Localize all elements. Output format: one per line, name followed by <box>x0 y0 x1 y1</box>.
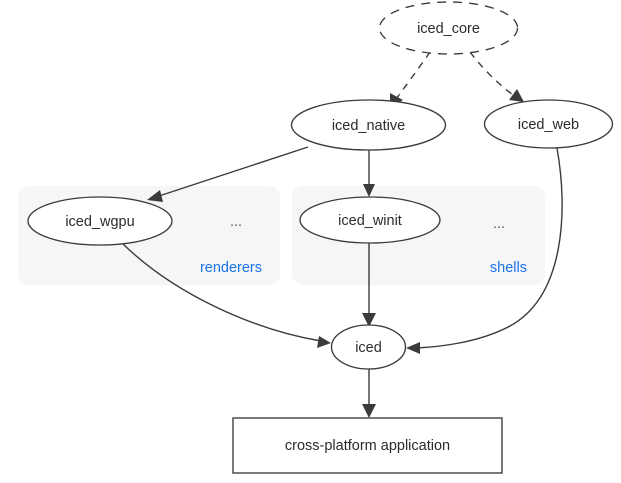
edge-iced-native-to-iced-winit <box>363 150 375 197</box>
node-iced-label: iced <box>355 340 382 356</box>
edge-iced-core-to-iced-web-line <box>469 51 517 98</box>
edge-iced-core-to-iced-native-line <box>393 51 431 103</box>
edge-iced-winit-to-iced-arrowhead <box>362 313 376 327</box>
node-iced-wgpu-label: iced_wgpu <box>65 214 134 230</box>
edge-iced-native-to-iced-wgpu-arrowhead <box>147 190 163 202</box>
node-iced-native[interactable]: iced_native <box>290 99 447 151</box>
node-iced-wgpu-shape[interactable] <box>27 196 173 246</box>
edge-iced-core-to-iced-web-arrowhead <box>509 89 524 102</box>
node-iced-native-label: iced_native <box>332 118 405 134</box>
node-iced-winit-shape[interactable] <box>299 196 441 244</box>
node-iced[interactable]: iced <box>330 324 407 370</box>
edge-iced-to-app-arrowhead <box>362 404 376 418</box>
edge-iced-wgpu-to-iced <box>121 242 331 348</box>
node-iced-core[interactable]: iced_core <box>378 1 519 55</box>
node-iced-web-shape[interactable] <box>483 99 614 149</box>
node-cross-platform-application[interactable]: cross-platform application <box>232 417 503 474</box>
node-cross-platform-application-shape[interactable] <box>232 417 503 474</box>
edge-iced-winit-to-iced <box>362 243 376 327</box>
node-iced-native-shape[interactable] <box>290 99 447 151</box>
edge-iced-native-to-iced-winit-arrowhead <box>363 184 375 197</box>
edge-iced-native-to-iced-wgpu <box>147 146 309 202</box>
shells-more-ellipsis-label: ... <box>493 216 505 232</box>
edge-iced-core-to-iced-native <box>390 51 431 108</box>
edge-iced-native-to-iced-wgpu-line <box>158 146 309 197</box>
edge-iced-web-to-iced-line <box>415 147 563 349</box>
node-iced-core-shape[interactable] <box>378 1 519 55</box>
node-iced-winit[interactable]: iced_winit <box>299 196 441 244</box>
renderers-more-ellipsis-label: ... <box>230 214 242 230</box>
node-iced-shape[interactable] <box>330 324 407 370</box>
cluster-shells-label: shells <box>490 260 527 276</box>
cluster-renderers-label: renderers <box>200 260 262 276</box>
node-iced-web-label: iced_web <box>518 117 579 133</box>
node-iced-web[interactable]: iced_web <box>483 99 614 149</box>
node-iced-core-label: iced_core <box>417 21 480 37</box>
node-iced-winit-label: iced_winit <box>338 213 402 229</box>
edge-iced-web-to-iced-arrowhead <box>406 342 420 354</box>
node-cross-platform-application-label: cross-platform application <box>285 438 450 454</box>
edge-iced-core-to-iced-web <box>469 51 524 102</box>
edge-iced-wgpu-to-iced-line <box>121 242 322 342</box>
node-iced-wgpu[interactable]: iced_wgpu <box>27 196 173 246</box>
edge-iced-wgpu-to-iced-arrowhead <box>317 336 331 348</box>
edge-iced-to-app <box>362 369 376 418</box>
edge-iced-web-to-iced <box>406 147 563 354</box>
